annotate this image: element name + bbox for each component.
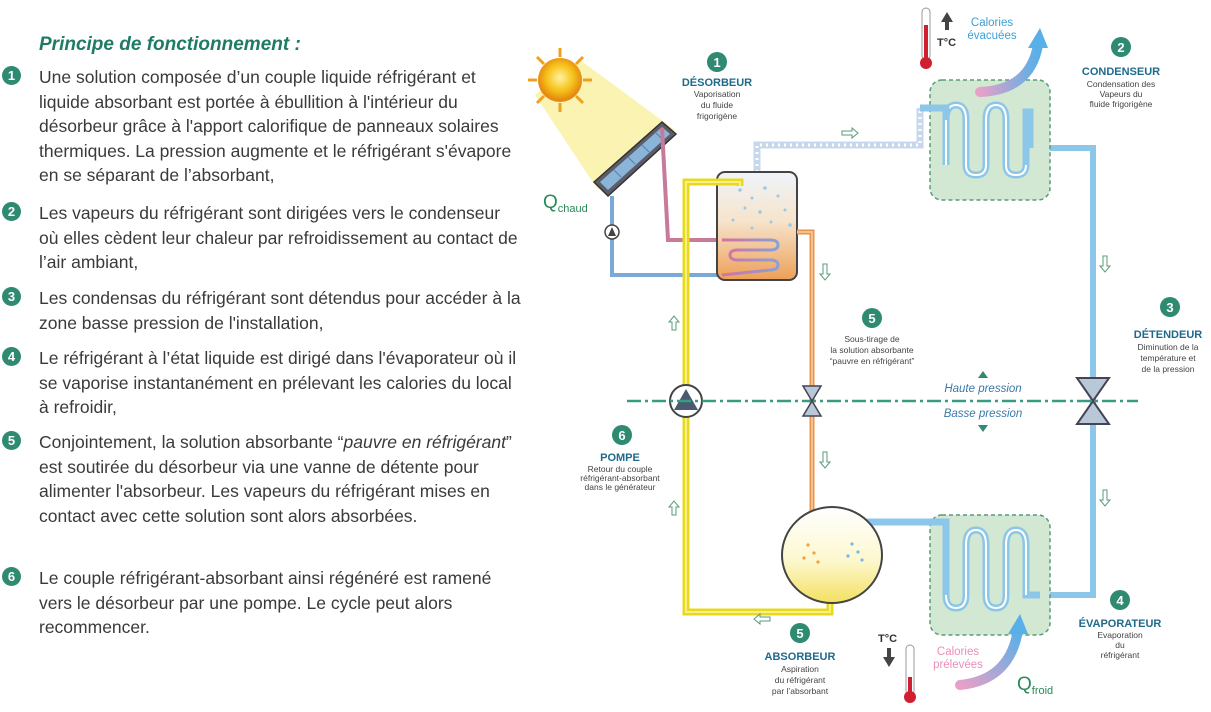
step-number: 1	[2, 66, 21, 85]
desorber-vessel	[716, 171, 798, 281]
evaporateur-title: ÉVAPORATEUR	[1079, 617, 1162, 630]
step-text: Une solution composée d’un couple liquid…	[39, 67, 512, 186]
heat-out-arrowhead	[1028, 28, 1048, 48]
svg-text:5: 5	[796, 626, 803, 641]
down-arrow-icon	[978, 425, 988, 432]
tc-label: T°C	[878, 633, 897, 645]
svg-text:1: 1	[713, 55, 720, 70]
step-text: Le couple réfrigérant-absorbant ainsi ré…	[39, 568, 492, 638]
step-text-part: ” est soutirée du désorbeur via une vann…	[39, 432, 512, 526]
desorbeur-badge: 1	[707, 52, 727, 72]
up-arrow-icon	[978, 371, 988, 378]
step-text: Les condensas du réfrigérant sont détend…	[39, 288, 521, 333]
condenseur-badge: 2	[1111, 37, 1131, 57]
thermometer-cold-icon	[904, 644, 916, 703]
step-text-italic: pauvre en réfrigérant	[343, 432, 506, 452]
desorbeur-title: DÉSORBEUR	[682, 76, 752, 89]
flow-arrow-icon	[667, 315, 681, 331]
flow-arrow-icon	[1098, 255, 1112, 273]
evaporateur-badge: 4	[1110, 590, 1130, 610]
pompe-badge: 6	[612, 425, 632, 445]
step-text: Conjointement, la solution absorbante “p…	[39, 430, 524, 528]
solar-panel-icon	[592, 121, 678, 198]
soutirage-badge: 5	[862, 308, 882, 328]
detendeur-valve-icon	[1075, 377, 1111, 425]
absorber-vessel	[781, 506, 883, 604]
svg-text:5: 5	[868, 311, 875, 326]
pompe-title: POMPE	[600, 452, 640, 464]
absorber-droplets	[802, 542, 864, 564]
svg-text:2: 2	[1117, 40, 1124, 55]
flow-arrow-icon	[841, 126, 859, 140]
heat-in-arrowhead	[1008, 614, 1028, 634]
basse-pression-label: Basse pression	[944, 408, 1023, 420]
flow-arrow-icon	[753, 612, 771, 626]
sun-icon	[528, 48, 592, 112]
vapour-bubbles	[731, 186, 792, 230]
vapour-pipe	[753, 108, 924, 172]
svg-text:6: 6	[618, 428, 625, 443]
expansion-valve-icon	[801, 385, 823, 417]
step-number: 5	[2, 431, 21, 450]
detendeur-badge: 3	[1160, 297, 1180, 317]
desorber-heating-coil	[721, 238, 780, 277]
flow-arrow-icon	[667, 500, 681, 516]
thermometer-hot-icon	[920, 7, 932, 69]
solar-loop-hot-pipe	[660, 127, 722, 242]
absorbeur-badge: 5	[790, 623, 810, 643]
temperature-down-icon	[883, 648, 895, 667]
flow-arrow-icon	[818, 263, 832, 281]
haute-pression-label: Haute pression	[944, 383, 1021, 395]
absorbeur-title: ABSORBEUR	[765, 651, 836, 663]
step-number: 6	[2, 567, 21, 586]
tc-label: T°C	[937, 37, 956, 49]
temperature-up-icon	[941, 12, 953, 30]
section-title: Principe de fonctionnement :	[39, 34, 301, 55]
heat-in-arrow	[955, 625, 1023, 690]
svg-text:4: 4	[1116, 593, 1124, 608]
step-text: Les vapeurs du réfrigérant sont dirigées…	[39, 203, 518, 273]
solar-pump-icon	[604, 224, 620, 240]
flow-arrow-icon	[818, 451, 832, 469]
detendeur-title: DÉTENDEUR	[1134, 328, 1203, 341]
condenseur-title: CONDENSEUR	[1082, 66, 1160, 78]
step-number: 4	[2, 347, 21, 366]
q-chaud-label: Qchaud	[543, 192, 588, 215]
step-text-part: Conjointement, la solution absorbante “	[39, 432, 344, 452]
svg-text:3: 3	[1166, 300, 1173, 315]
step-number: 3	[2, 287, 21, 306]
step-text: Le réfrigérant à l’état liquide est diri…	[39, 348, 517, 418]
step-number: 2	[2, 202, 21, 221]
heat-out-arrow	[975, 40, 1043, 97]
liquid-pipe	[1030, 145, 1096, 598]
flow-arrow-icon	[1098, 489, 1112, 507]
q-froid-label: Qfroid	[1017, 674, 1053, 697]
